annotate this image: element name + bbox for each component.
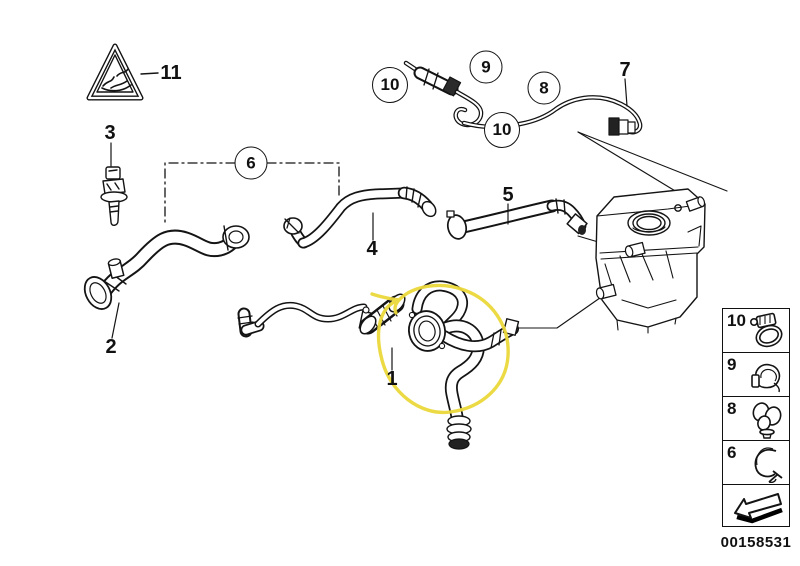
- callout-6-circled[interactable]: 6: [234, 146, 268, 180]
- callout-8-circled[interactable]: 8: [527, 71, 561, 105]
- expansion-tank-art: [595, 189, 705, 333]
- scald-warning-triangle-icon: [89, 46, 158, 98]
- callout-2[interactable]: 2: [105, 336, 117, 358]
- callout-10b-circled[interactable]: 10: [484, 112, 520, 148]
- callout-9-circled[interactable]: 9: [469, 50, 503, 84]
- clamp-6-leader-lines: [165, 163, 339, 222]
- callout-10a-circled[interactable]: 10: [372, 67, 408, 103]
- direction-arrow-icon: [728, 486, 788, 525]
- hose-4-art: [284, 187, 439, 243]
- legend-row-9[interactable]: 9: [723, 353, 789, 397]
- hose-5-art: [445, 199, 587, 241]
- hose-clamp-icon: [746, 311, 788, 351]
- pipe-clip-icon: [746, 355, 788, 395]
- legend-table: 10 9: [722, 308, 790, 527]
- legend-label-10: 10: [727, 311, 746, 330]
- legend-row-10[interactable]: 10: [723, 309, 789, 353]
- hose-2-art: [79, 226, 249, 338]
- callout-4[interactable]: 4: [366, 238, 378, 260]
- diagram-number: 00158531: [720, 534, 792, 551]
- legend-row-6[interactable]: 6: [723, 441, 789, 485]
- legend-label-9: 9: [727, 355, 737, 374]
- callout-3[interactable]: 3: [104, 122, 116, 144]
- callout-11[interactable]: 11: [160, 62, 182, 84]
- hose-1-assembly-art: [238, 286, 519, 449]
- temperature-sensor-art: [101, 143, 127, 225]
- legend-row-8[interactable]: 8: [723, 397, 789, 441]
- spring-clamp-icon: [746, 443, 788, 483]
- highlight-ellipse: [372, 285, 508, 412]
- legend-footer: [723, 485, 789, 526]
- callout-7[interactable]: 7: [619, 59, 631, 81]
- legend-label-8: 8: [727, 399, 737, 418]
- legend-label-6: 6: [727, 443, 737, 462]
- callout-1[interactable]: 1: [386, 368, 398, 390]
- double-clip-icon: [746, 399, 788, 439]
- callout-5[interactable]: 5: [502, 184, 514, 206]
- vent-pipe-art: [406, 63, 640, 135]
